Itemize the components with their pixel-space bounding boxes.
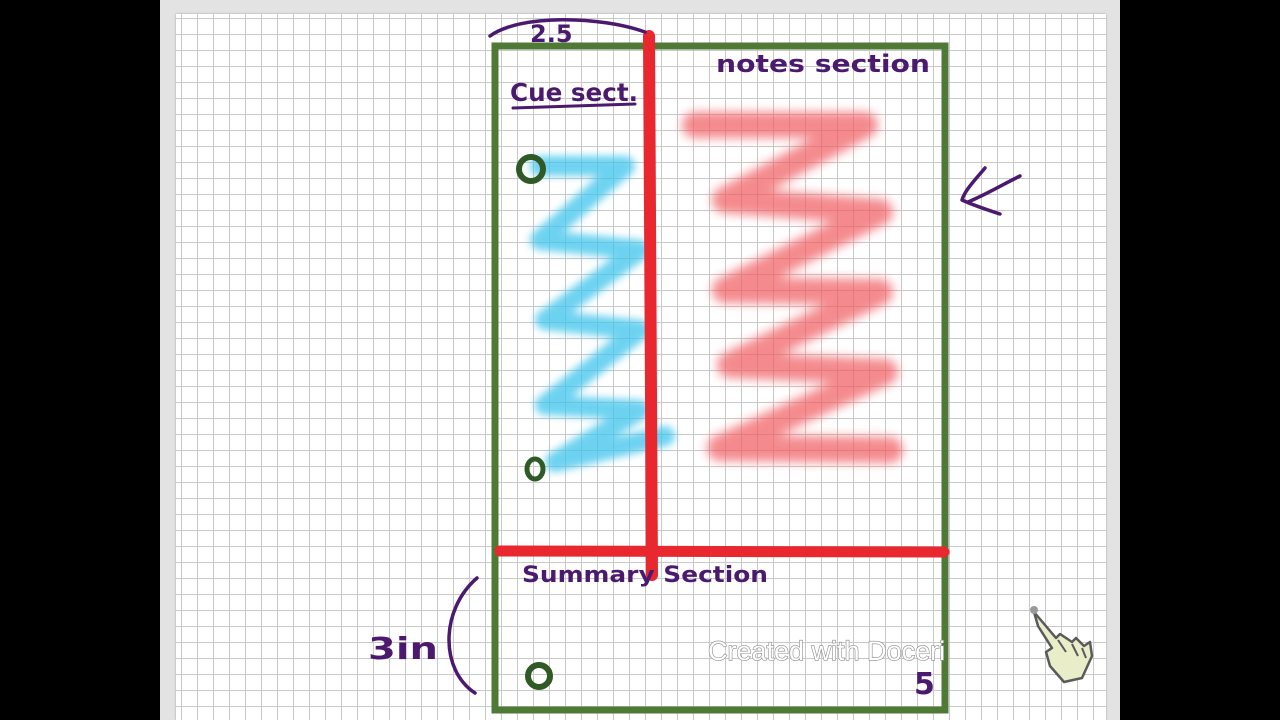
grid-canvas[interactable]	[176, 14, 1106, 720]
cue-divider-line	[643, 30, 658, 581]
page-outline	[491, 42, 949, 714]
summary-height-label: 3in	[368, 632, 438, 667]
summary-height-bracket	[447, 576, 479, 695]
doceri-watermark: Created with Doceri	[708, 636, 945, 666]
notes-section-label: notes section	[716, 50, 930, 78]
cue-width-label: 2.5	[530, 20, 573, 48]
cue-section-underline	[511, 102, 637, 110]
binder-hole-top	[516, 154, 546, 184]
cue-section-label: Cue sect.	[510, 78, 638, 107]
cue-section-scribble	[530, 156, 675, 472]
summary-divider-line	[494, 545, 950, 558]
binder-hole-bottom	[525, 662, 553, 690]
page-width-label: 5	[914, 667, 935, 702]
notes-section-scribble	[682, 112, 903, 463]
arrow-pointing-left-icon	[960, 166, 1022, 216]
cue-width-bracket	[488, 18, 647, 38]
summary-section-label: Summary Section	[522, 563, 768, 588]
pointing-hand-icon	[1030, 606, 1094, 684]
binder-hole-middle	[524, 456, 546, 482]
